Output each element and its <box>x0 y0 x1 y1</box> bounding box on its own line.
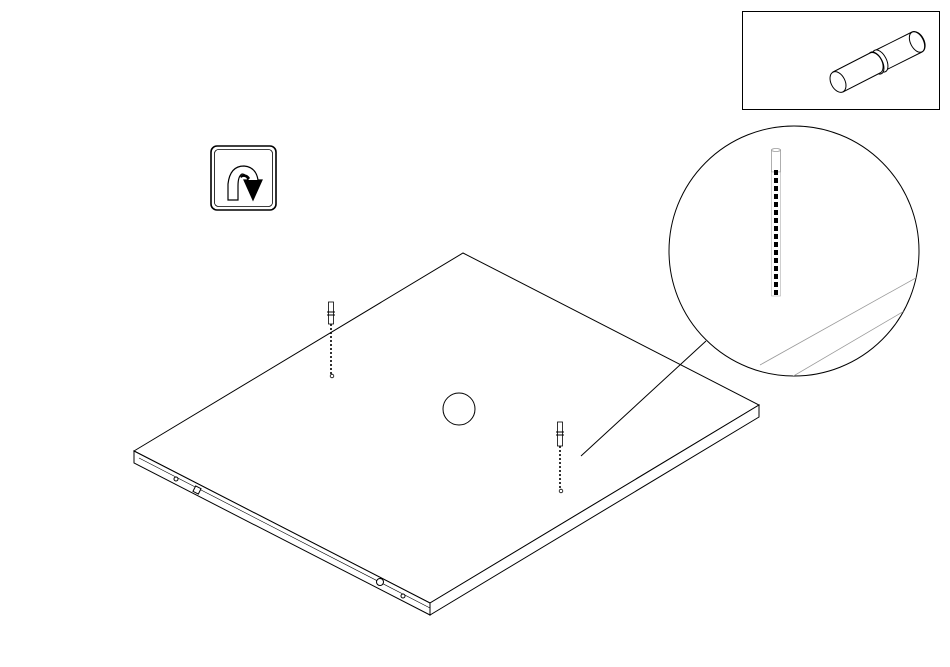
edge-hole <box>174 477 178 481</box>
part-detail-box <box>743 12 940 110</box>
edge-hole <box>377 579 384 586</box>
edge-hole <box>401 594 405 598</box>
dowel-insertion-zoom <box>669 126 940 378</box>
panel-top-face <box>134 253 759 603</box>
flip-over-icon <box>211 146 276 210</box>
panel-center-hole <box>443 393 475 425</box>
board-panel <box>134 253 759 615</box>
